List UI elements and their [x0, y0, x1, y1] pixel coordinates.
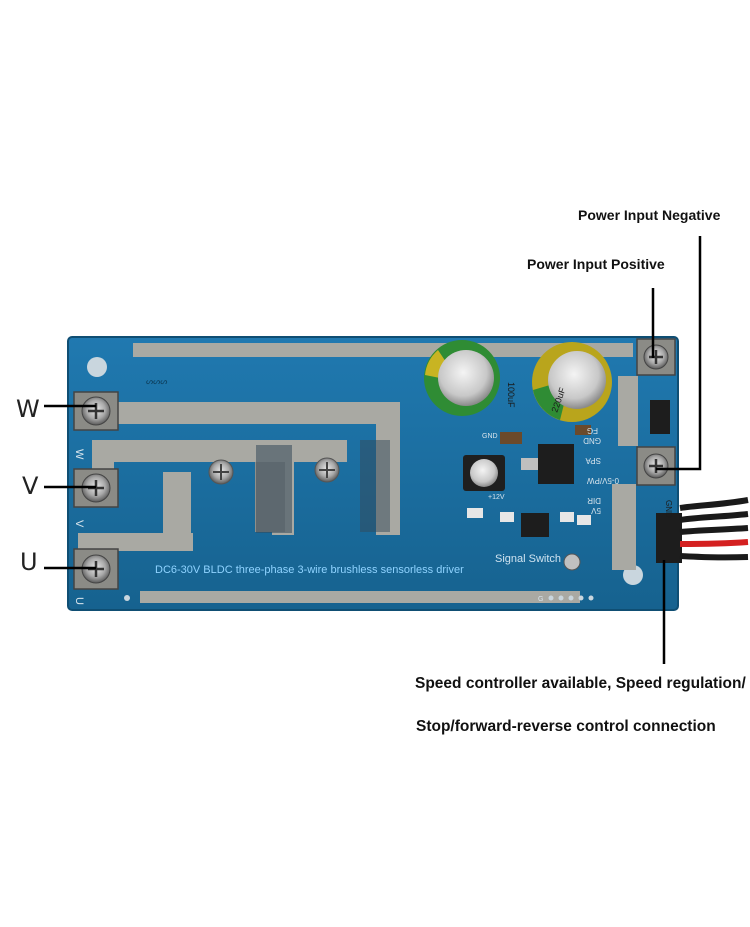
control-cable-connector [656, 497, 749, 563]
silk-w: W [73, 449, 85, 460]
label-phase-v: V [22, 472, 39, 500]
terminal-power-positive [636, 338, 676, 376]
capacitor-1-marking: 100uF [506, 382, 516, 408]
label-speed-controller-line1: Speed controller available, Speed regula… [415, 675, 746, 692]
silk-12v: +12V [488, 494, 505, 501]
copper-trace-u-rise [163, 472, 191, 550]
via-left-bottom [124, 595, 130, 601]
pcb-board-edge [67, 336, 679, 611]
silk-v: V [73, 520, 85, 528]
smd-led-1 [500, 512, 514, 522]
silk-0-5v: 0-5V/PW [587, 476, 619, 485]
label-phase-u: U [20, 548, 38, 576]
smd-part-3 [577, 515, 591, 525]
signal-switch-label: Signal Switch [495, 553, 561, 565]
diode [650, 400, 670, 434]
electrolytic-small [463, 455, 505, 491]
smd-part-4 [467, 508, 483, 518]
label-power-input-negative: Power Input Negative [578, 207, 721, 223]
label-speed-controller-line2: Stop/forward-reverse control connection [416, 718, 716, 735]
header-pins [548, 595, 594, 601]
via-field-right [360, 440, 390, 532]
label-phase-w: W [16, 395, 40, 423]
silk-code: ᔕᔕᔕ [146, 377, 167, 386]
silk-u: U [73, 597, 85, 605]
copper-trace-top [133, 343, 633, 357]
capacitor-1: 100uF [424, 340, 516, 416]
board-title: DC6-30V BLDC three-phase 3-wire brushles… [155, 564, 464, 576]
copper-trace-v [92, 440, 347, 462]
silk-5v: 5V [591, 506, 601, 515]
silk-dir: DIR [587, 496, 601, 505]
leader-line-power-negative [656, 236, 702, 471]
label-power-input-positive: Power Input Positive [527, 256, 665, 272]
silk-gnd-3: GND [664, 500, 673, 518]
copper-trace-power-lower [612, 484, 636, 570]
silk-spa: SPA [585, 456, 601, 465]
copper-trace-w [115, 402, 400, 424]
regulator [521, 444, 574, 484]
terminal-power-negative [636, 446, 676, 486]
smd-resistor-1 [500, 432, 522, 444]
silk-g: G [538, 596, 543, 603]
mount-hole-top-left [87, 357, 107, 377]
copper-trace-power [618, 376, 638, 446]
silk-fg: FG [587, 426, 598, 435]
capacitor-2: 220uF [532, 342, 612, 422]
silk-gnd: GND [583, 436, 601, 445]
copper-trace-v-left [92, 440, 114, 470]
copper-trace-bottom [140, 591, 580, 603]
smd-part-2 [575, 425, 591, 435]
terminal-w [73, 391, 119, 431]
signal-switch-pad [563, 553, 581, 571]
smd-led-2 [560, 512, 574, 522]
via-field-left [256, 445, 292, 533]
smd-chip [521, 513, 549, 537]
silk-gnd-2: GND [482, 433, 498, 440]
